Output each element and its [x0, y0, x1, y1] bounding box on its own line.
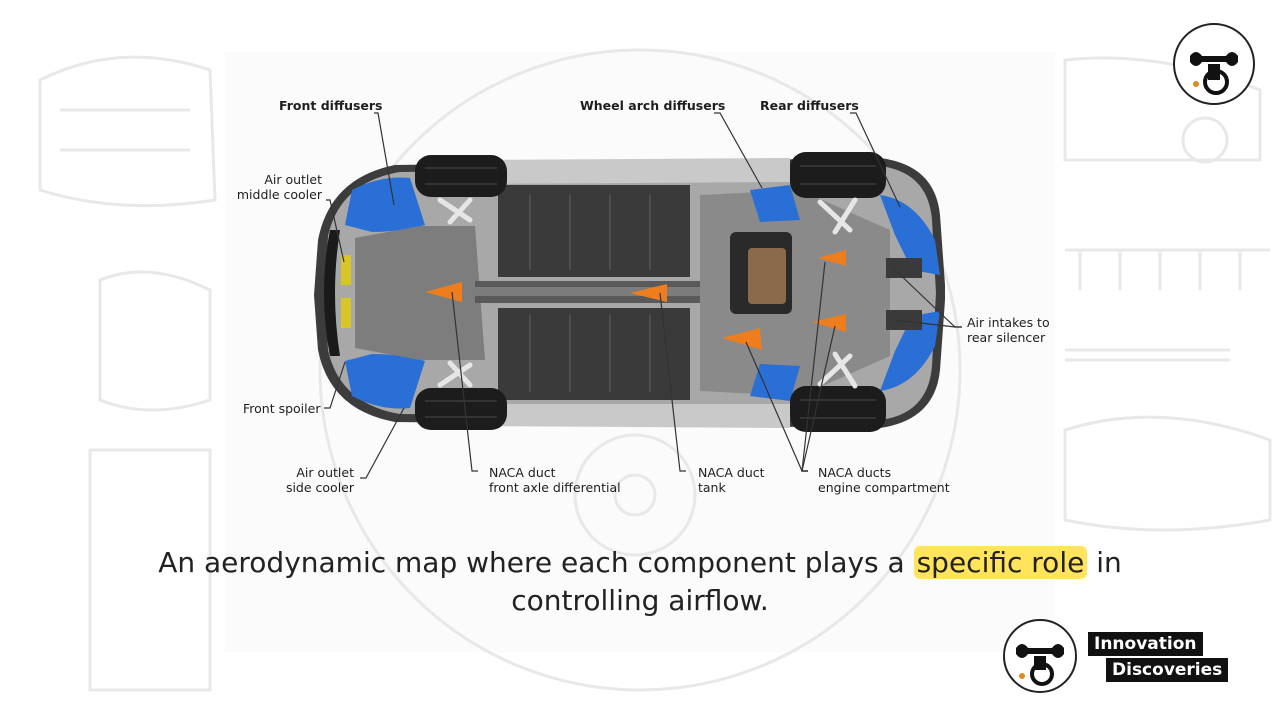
- label-rear-diffusers: Rear diffusers: [760, 98, 859, 113]
- label-naca-front-line2: front axle differential: [489, 480, 621, 495]
- label-air-outlet-side-line2: side cooler: [254, 480, 354, 495]
- label-naca-front-axle: NACA duct front axle differential: [489, 465, 621, 495]
- label-naca-tank-line1: NACA duct: [698, 465, 765, 480]
- label-wheel-arch-diffusers: Wheel arch diffusers: [580, 98, 725, 113]
- label-air-outlet-middle-line1: Air outlet: [222, 172, 322, 187]
- air-outlet-middle-top: [341, 255, 351, 285]
- air-intake-bottom: [886, 310, 922, 330]
- caption-line1-after: in: [1087, 546, 1121, 579]
- mechanic-gear-logo-icon: [1172, 22, 1256, 106]
- label-naca-front-line1: NACA duct: [489, 465, 621, 480]
- label-air-intakes-line1: Air intakes to: [967, 315, 1050, 330]
- label-air-outlet-side-line1: Air outlet: [254, 465, 354, 480]
- label-naca-tank: NACA duct tank: [698, 465, 765, 495]
- tire-rear-bottom: [790, 386, 886, 432]
- air-outlet-middle-bottom: [341, 298, 351, 328]
- label-air-outlet-middle-line2: middle cooler: [222, 187, 322, 202]
- label-air-outlet-side-cooler: Air outlet side cooler: [254, 465, 354, 495]
- caption-line2: controlling airflow.: [0, 582, 1280, 619]
- caption-line1: An aerodynamic map where each component …: [0, 544, 1280, 581]
- tire-rear-top: [790, 152, 886, 198]
- battery-panel-top: [498, 185, 690, 277]
- label-air-intakes-rear-silencer: Air intakes to rear silencer: [967, 315, 1050, 345]
- label-naca-engine-line1: NACA ducts: [818, 465, 950, 480]
- brand-name-line1: Innovation: [1088, 632, 1203, 656]
- caption-highlight: specific role: [914, 546, 1088, 579]
- air-intake-top: [886, 258, 922, 278]
- battery-panel-bottom: [498, 308, 690, 400]
- brand-logo-icon: [1000, 618, 1080, 694]
- label-naca-engine-line2: engine compartment: [818, 480, 950, 495]
- label-front-diffusers: Front diffusers: [279, 98, 383, 113]
- tire-front-top: [415, 155, 507, 197]
- tire-front-bottom: [415, 388, 507, 430]
- brand-name-line2: Discoveries: [1106, 658, 1228, 682]
- label-naca-engine: NACA ducts engine compartment: [818, 465, 950, 495]
- label-front-spoiler: Front spoiler: [243, 401, 320, 416]
- label-air-intakes-line2: rear silencer: [967, 330, 1050, 345]
- caption-line1-before: An aerodynamic map where each component …: [158, 546, 913, 579]
- label-air-outlet-middle-cooler: Air outlet middle cooler: [222, 172, 322, 202]
- label-naca-tank-line2: tank: [698, 480, 765, 495]
